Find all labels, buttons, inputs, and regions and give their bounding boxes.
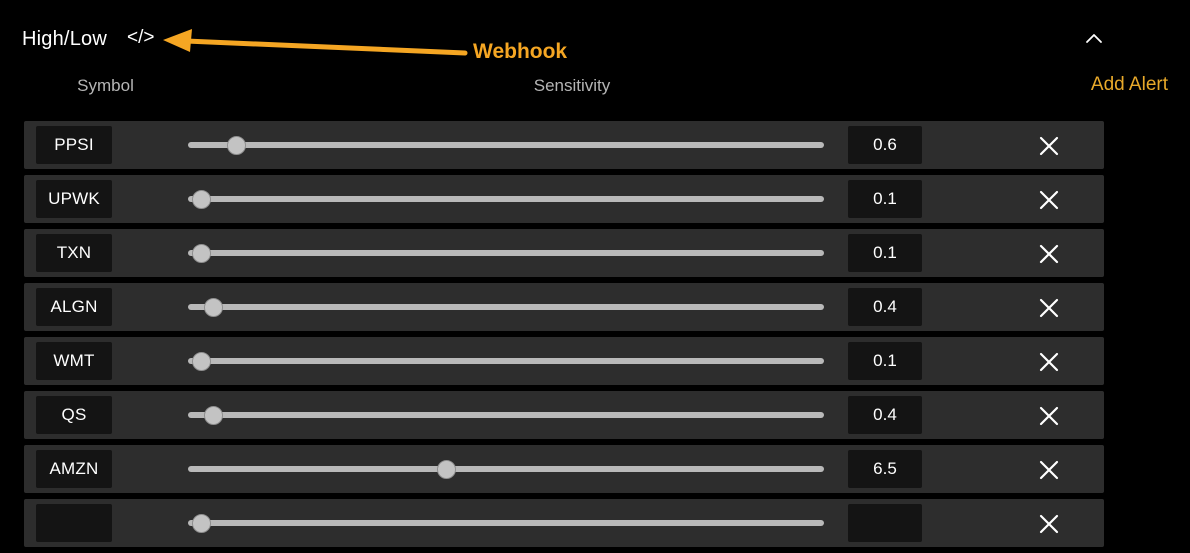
symbol-label: UPWK	[48, 189, 100, 208]
sensitivity-value-field[interactable]: 0.6	[848, 126, 922, 164]
sensitivity-value-field[interactable]: 0.4	[848, 396, 922, 434]
page-title: High/Low	[22, 28, 107, 50]
sensitivity-value-field[interactable]: 0.1	[848, 234, 922, 272]
sensitivity-value: 0.4	[873, 405, 897, 424]
symbol-label: AMZN	[49, 459, 99, 478]
symbol-field[interactable]: ALGN	[36, 288, 112, 326]
sensitivity-value-field[interactable]: 0.4	[848, 288, 922, 326]
slider-thumb[interactable]	[191, 190, 211, 209]
symbol-field[interactable]: QS	[36, 396, 112, 434]
sensitivity-slider[interactable]	[180, 391, 824, 439]
symbol-field[interactable]	[36, 504, 112, 542]
sensitivity-value: 0.1	[873, 189, 897, 208]
slider-track[interactable]	[188, 412, 824, 418]
slider-track[interactable]	[188, 196, 824, 202]
sensitivity-value: 0.1	[873, 243, 897, 262]
slider-thumb[interactable]	[204, 298, 224, 317]
slider-thumb[interactable]	[191, 514, 211, 533]
slider-thumb[interactable]	[226, 136, 246, 155]
symbol-label: ALGN	[50, 297, 98, 316]
add-alert-button[interactable]: Add Alert	[1090, 74, 1168, 95]
slider-track[interactable]	[188, 304, 824, 310]
sensitivity-slider[interactable]	[180, 175, 824, 223]
table-row: WMT 0.1	[24, 337, 1104, 385]
close-icon[interactable]	[1036, 457, 1062, 483]
column-headers: Symbol Sensitivity Add Alert	[0, 74, 1190, 108]
sensitivity-slider[interactable]	[180, 445, 824, 493]
sensitivity-value: 0.6	[873, 135, 897, 154]
symbol-field[interactable]: WMT	[36, 342, 112, 380]
sensitivity-value: 0.1	[873, 351, 897, 370]
slider-thumb[interactable]	[191, 352, 211, 371]
sensitivity-slider[interactable]	[180, 283, 824, 331]
symbol-label: QS	[61, 405, 87, 424]
slider-track[interactable]	[188, 466, 824, 472]
slider-track[interactable]	[188, 142, 824, 148]
table-row: QS 0.4	[24, 391, 1104, 439]
table-row: ALGN 0.4	[24, 283, 1104, 331]
symbol-field[interactable]: PPSI	[36, 126, 112, 164]
slider-track[interactable]	[188, 358, 824, 364]
close-icon[interactable]	[1036, 133, 1062, 159]
chevron-up-icon[interactable]	[1084, 30, 1104, 48]
slider-thumb[interactable]	[204, 406, 224, 425]
close-icon[interactable]	[1036, 295, 1062, 321]
close-icon[interactable]	[1036, 403, 1062, 429]
sensitivity-slider[interactable]	[180, 121, 824, 169]
symbol-field[interactable]: TXN	[36, 234, 112, 272]
sensitivity-value: 0.4	[873, 297, 897, 316]
close-icon[interactable]	[1036, 511, 1062, 537]
sensitivity-value-field[interactable]: 0.1	[848, 180, 922, 218]
slider-track[interactable]	[188, 520, 824, 526]
symbol-label: WMT	[53, 351, 95, 370]
symbol-field[interactable]: UPWK	[36, 180, 112, 218]
symbol-label: TXN	[56, 243, 92, 262]
sensitivity-value-field[interactable]: 6.5	[848, 450, 922, 488]
table-row: TXN 0.1	[24, 229, 1104, 277]
code-webhook-icon[interactable]: </>	[127, 27, 155, 48]
table-row	[24, 499, 1104, 547]
column-header-symbol: Symbol	[77, 76, 134, 95]
slider-thumb[interactable]	[436, 460, 456, 479]
table-row: PPSI 0.6	[24, 121, 1104, 169]
panel-header: High/Low </>	[0, 0, 1190, 64]
column-header-sensitivity: Sensitivity	[533, 76, 611, 95]
table-row: UPWK 0.1	[24, 175, 1104, 223]
close-icon[interactable]	[1036, 349, 1062, 375]
symbol-field[interactable]: AMZN	[36, 450, 112, 488]
sensitivity-value-field[interactable]: 0.1	[848, 342, 922, 380]
close-icon[interactable]	[1036, 241, 1062, 267]
sensitivity-value: 6.5	[873, 459, 897, 478]
slider-thumb[interactable]	[191, 244, 211, 263]
table-row: AMZN 6.5	[24, 445, 1104, 493]
symbol-label: PPSI	[54, 135, 94, 154]
sensitivity-value-field[interactable]	[848, 504, 922, 542]
close-icon[interactable]	[1036, 187, 1062, 213]
slider-track[interactable]	[188, 250, 824, 256]
sensitivity-slider[interactable]	[180, 337, 824, 385]
sensitivity-slider[interactable]	[180, 229, 824, 277]
sensitivity-slider[interactable]	[180, 499, 824, 547]
